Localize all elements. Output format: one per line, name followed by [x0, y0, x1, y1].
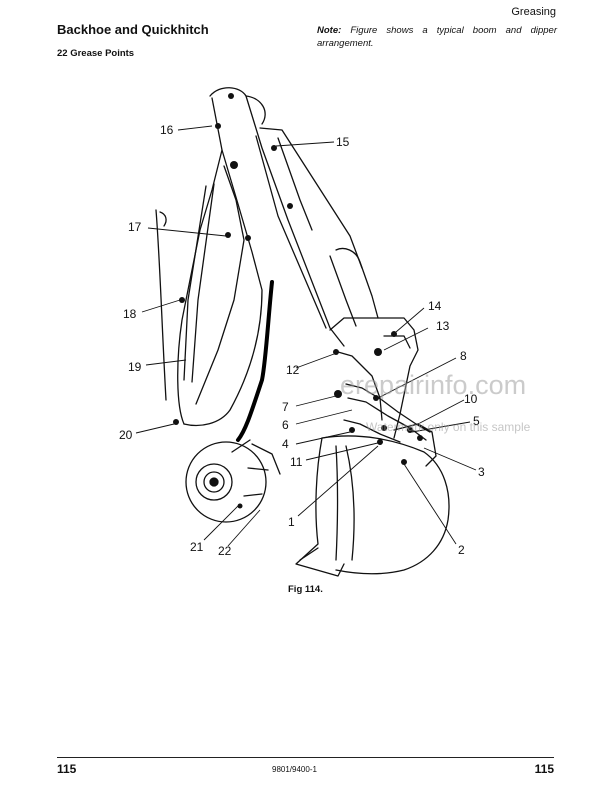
note-label: Note: [317, 25, 342, 36]
callout-17: 17 [128, 220, 142, 234]
backhoe-grease-point-diagram: 16 15 17 18 19 20 14 13 12 8 7 10 6 5 4 … [119, 87, 485, 577]
section-header: Greasing [511, 6, 556, 18]
callout-3: 3 [478, 465, 485, 479]
callout-20: 20 [119, 428, 133, 442]
callout-19: 19 [128, 360, 142, 374]
callout-7: 7 [282, 400, 289, 414]
callout-6: 6 [282, 418, 289, 432]
document-number: 9801/9400-1 [272, 765, 317, 774]
callout-14: 14 [428, 299, 442, 313]
callout-16: 16 [160, 123, 174, 137]
callout-22: 22 [218, 544, 232, 558]
footer-divider [57, 757, 554, 758]
callout-2: 2 [458, 543, 465, 557]
page-title: Backhoe and Quickhitch [57, 22, 209, 37]
callout-10: 10 [464, 392, 478, 406]
callout-1: 1 [288, 515, 295, 529]
callout-5: 5 [473, 414, 480, 428]
callout-11: 11 [290, 455, 303, 469]
note-text: Figure shows a typical boom and dipper a… [317, 25, 557, 49]
figure-note: Note: Figure shows a typical boom and di… [317, 24, 557, 50]
page-number-right: 115 [534, 762, 554, 776]
callout-8: 8 [460, 349, 467, 363]
callout-18: 18 [123, 307, 137, 321]
callout-12: 12 [286, 363, 300, 377]
callout-13: 13 [436, 319, 450, 333]
watermark-notice: Watermark only on this sample [366, 420, 531, 434]
watermark-site: erepairinfo.com [340, 370, 527, 400]
section-subtitle: 22 Grease Points [57, 48, 135, 59]
figure-caption: Fig 114. [288, 584, 323, 595]
callout-4: 4 [282, 437, 289, 451]
callout-21: 21 [190, 540, 204, 554]
callout-15: 15 [336, 135, 350, 149]
page-number-left: 115 [57, 762, 77, 776]
